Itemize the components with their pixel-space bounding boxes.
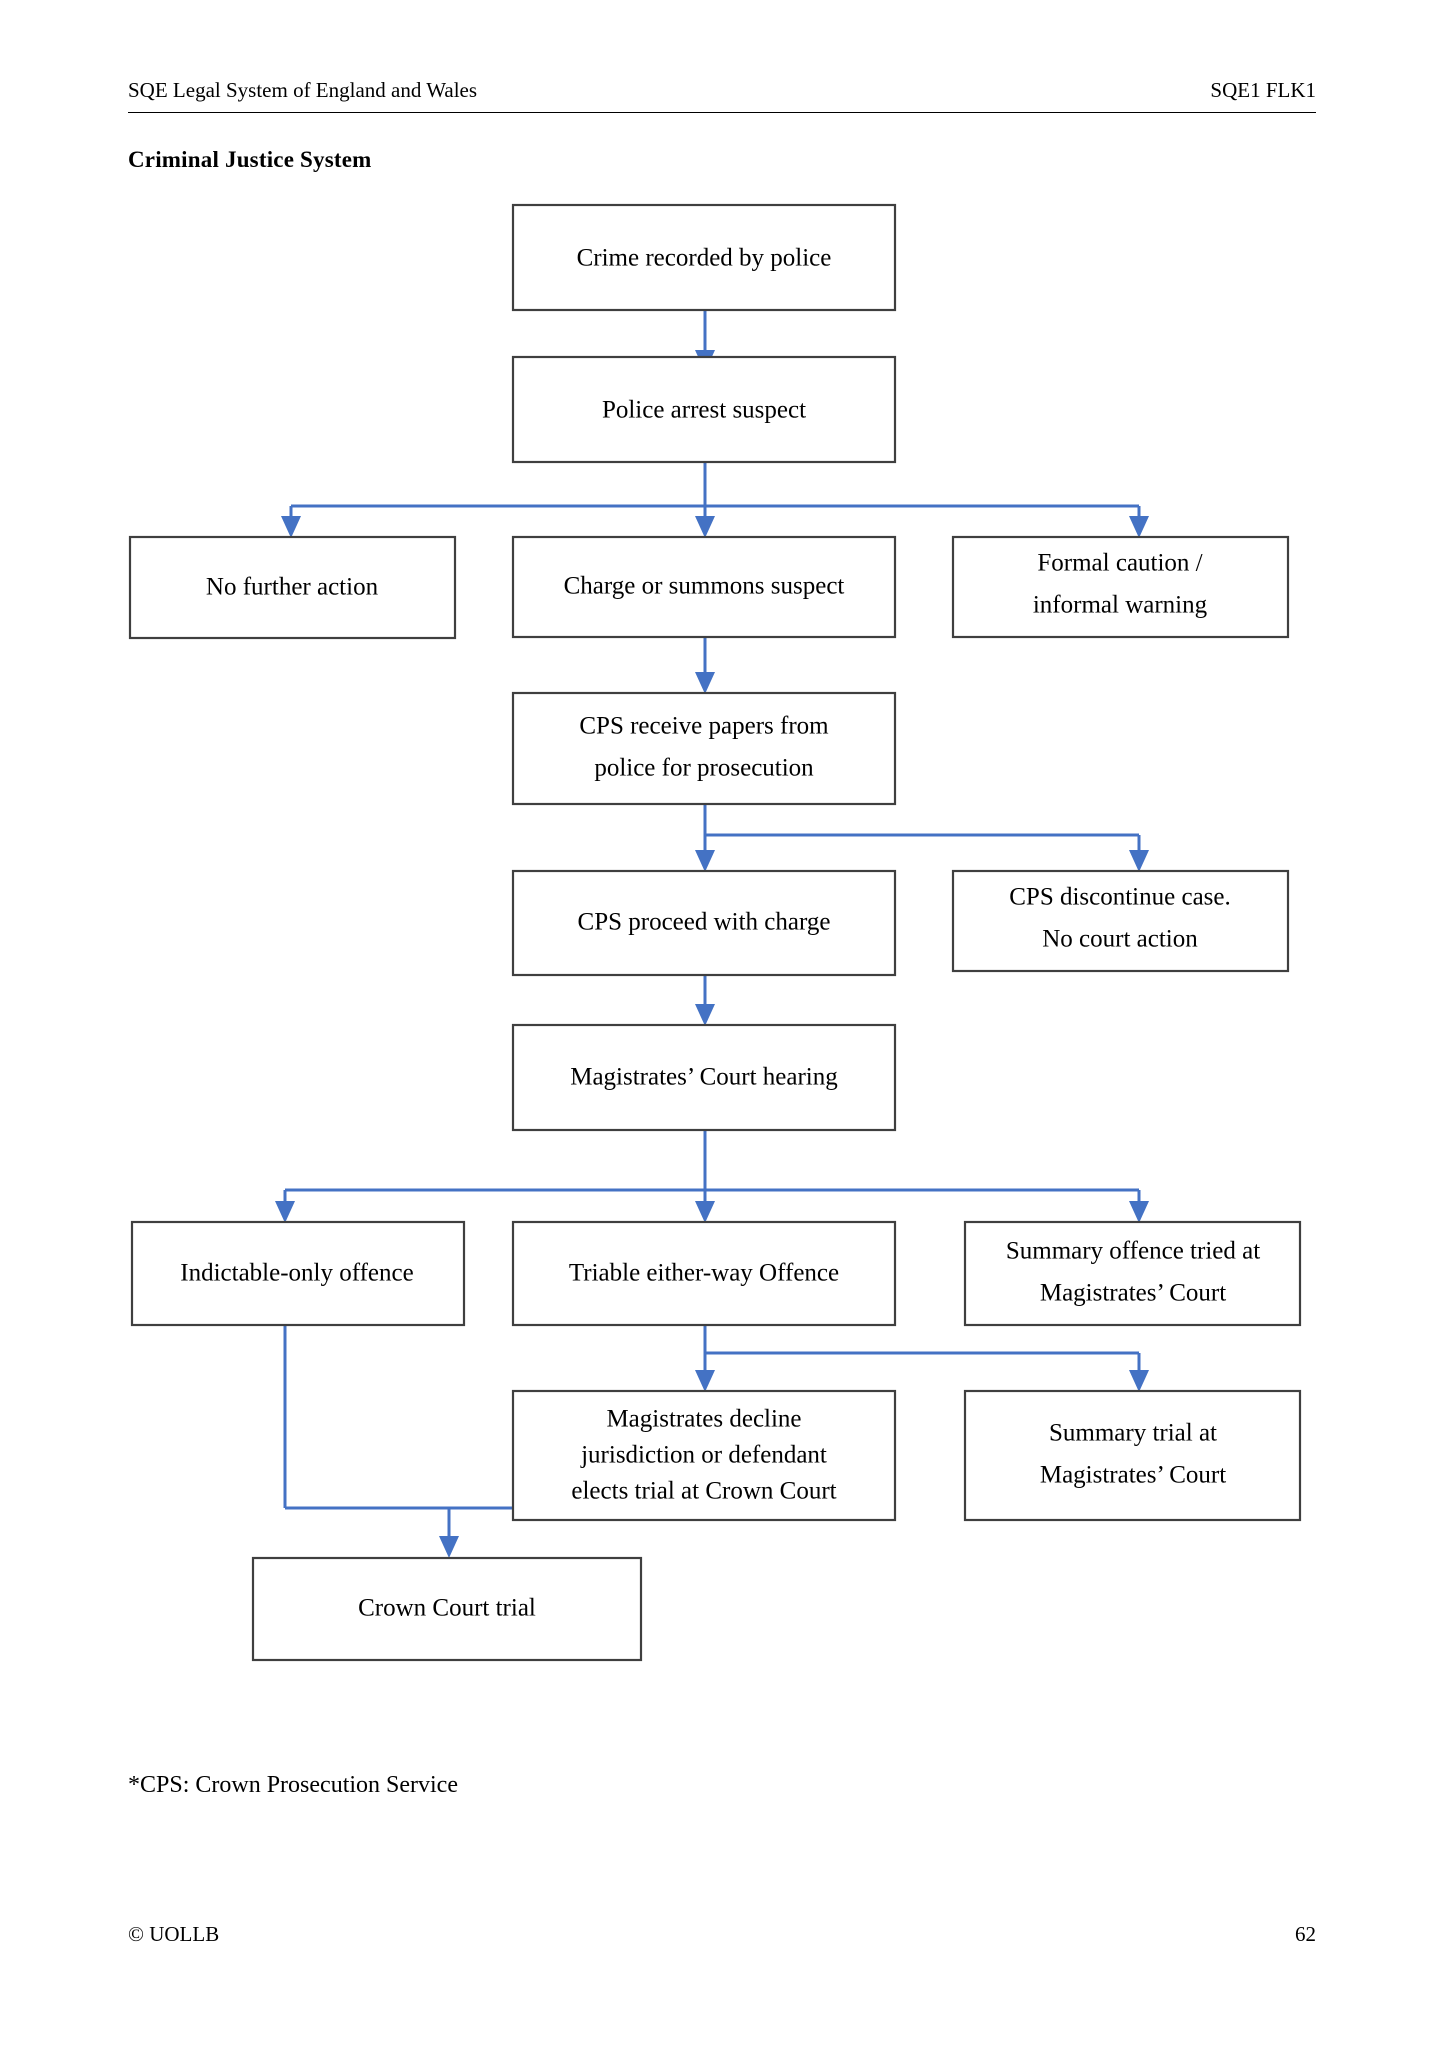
footnote: *CPS: Crown Prosecution Service [128,1772,458,1798]
node-label: CPS discontinue case. [1009,884,1231,911]
node-label: Formal caution / [1037,550,1202,577]
page-title: Criminal Justice System [128,147,372,172]
node-magistrates-decline: Magistrates decline jurisdiction or defe… [511,1389,897,1522]
edge-arrest-to-branches [281,462,1149,538]
node-cps-discontinue: CPS discontinue case. No court action [951,869,1290,973]
running-header: SQE Legal System of England and Wales SQ… [128,78,1316,103]
node-crime-recorded: Crime recorded by police [511,203,897,312]
node-label: CPS receive papers from [579,713,829,740]
node-label: jurisdiction or defendant [580,1442,827,1469]
edge-hearing-to-offence-types [275,1130,1149,1223]
node-label: Magistrates’ Court [1040,1462,1226,1489]
criminal-justice-flowchart: Crime recorded by police Police arrest s… [0,190,1445,1750]
node-label: elects trial at Crown Court [571,1478,836,1505]
node-indictable-only: Indictable-only offence [130,1220,466,1327]
node-label: Summary offence tried at [1006,1238,1260,1265]
node-label: Triable either-way Offence [569,1260,839,1287]
node-label: Crime recorded by police [577,245,832,272]
node-summary-trial: Summary trial at Magistrates’ Court [963,1389,1302,1522]
node-police-arrest: Police arrest suspect [511,355,897,464]
header-right-text: SQE1 FLK1 [1210,78,1316,102]
node-label: police for prosecution [594,755,814,782]
node-label: Magistrates’ Court [1040,1280,1226,1307]
node-magistrates-hearing: Magistrates’ Court hearing [511,1023,897,1132]
node-label: Magistrates’ Court hearing [570,1064,838,1091]
node-no-further-action: No further action [128,535,457,640]
header-left-text: SQE Legal System of England and Wales [128,78,478,102]
header-rule [128,112,1316,113]
node-triable-either-way: Triable either-way Offence [511,1220,897,1327]
node-label: Indictable-only offence [180,1260,413,1287]
node-label: Summary trial at [1049,1420,1217,1447]
page-number: 62 [1295,1922,1316,1946]
node-cps-proceed: CPS proceed with charge [511,869,897,977]
node-label: CPS proceed with charge [578,909,831,936]
node-summary-offence: Summary offence tried at Magistrates’ Co… [963,1220,1302,1327]
edge-cps-receive-to-outcomes [695,804,1149,872]
node-label: Magistrates decline [606,1406,801,1433]
edge-either-way-to-outcomes [695,1325,1149,1392]
node-formal-caution: Formal caution / informal warning [951,535,1290,639]
node-charge-or-summons: Charge or summons suspect [511,535,897,639]
node-label: informal warning [1033,592,1208,619]
node-label: No further action [206,574,379,601]
edge-charge-to-cps-receive [695,637,715,694]
node-label: Police arrest suspect [602,397,806,424]
node-cps-receive-papers: CPS receive papers from police for prose… [511,691,897,806]
node-label: No court action [1042,926,1198,953]
node-label: Charge or summons suspect [564,573,845,600]
node-label: Crown Court trial [358,1595,536,1622]
copyright-text: © UOLLB [128,1922,220,1946]
edge-cps-proceed-to-hearing [695,975,715,1026]
page-footer: © UOLLB 62 [128,1922,1316,1947]
node-crown-court-trial: Crown Court trial [251,1556,643,1662]
